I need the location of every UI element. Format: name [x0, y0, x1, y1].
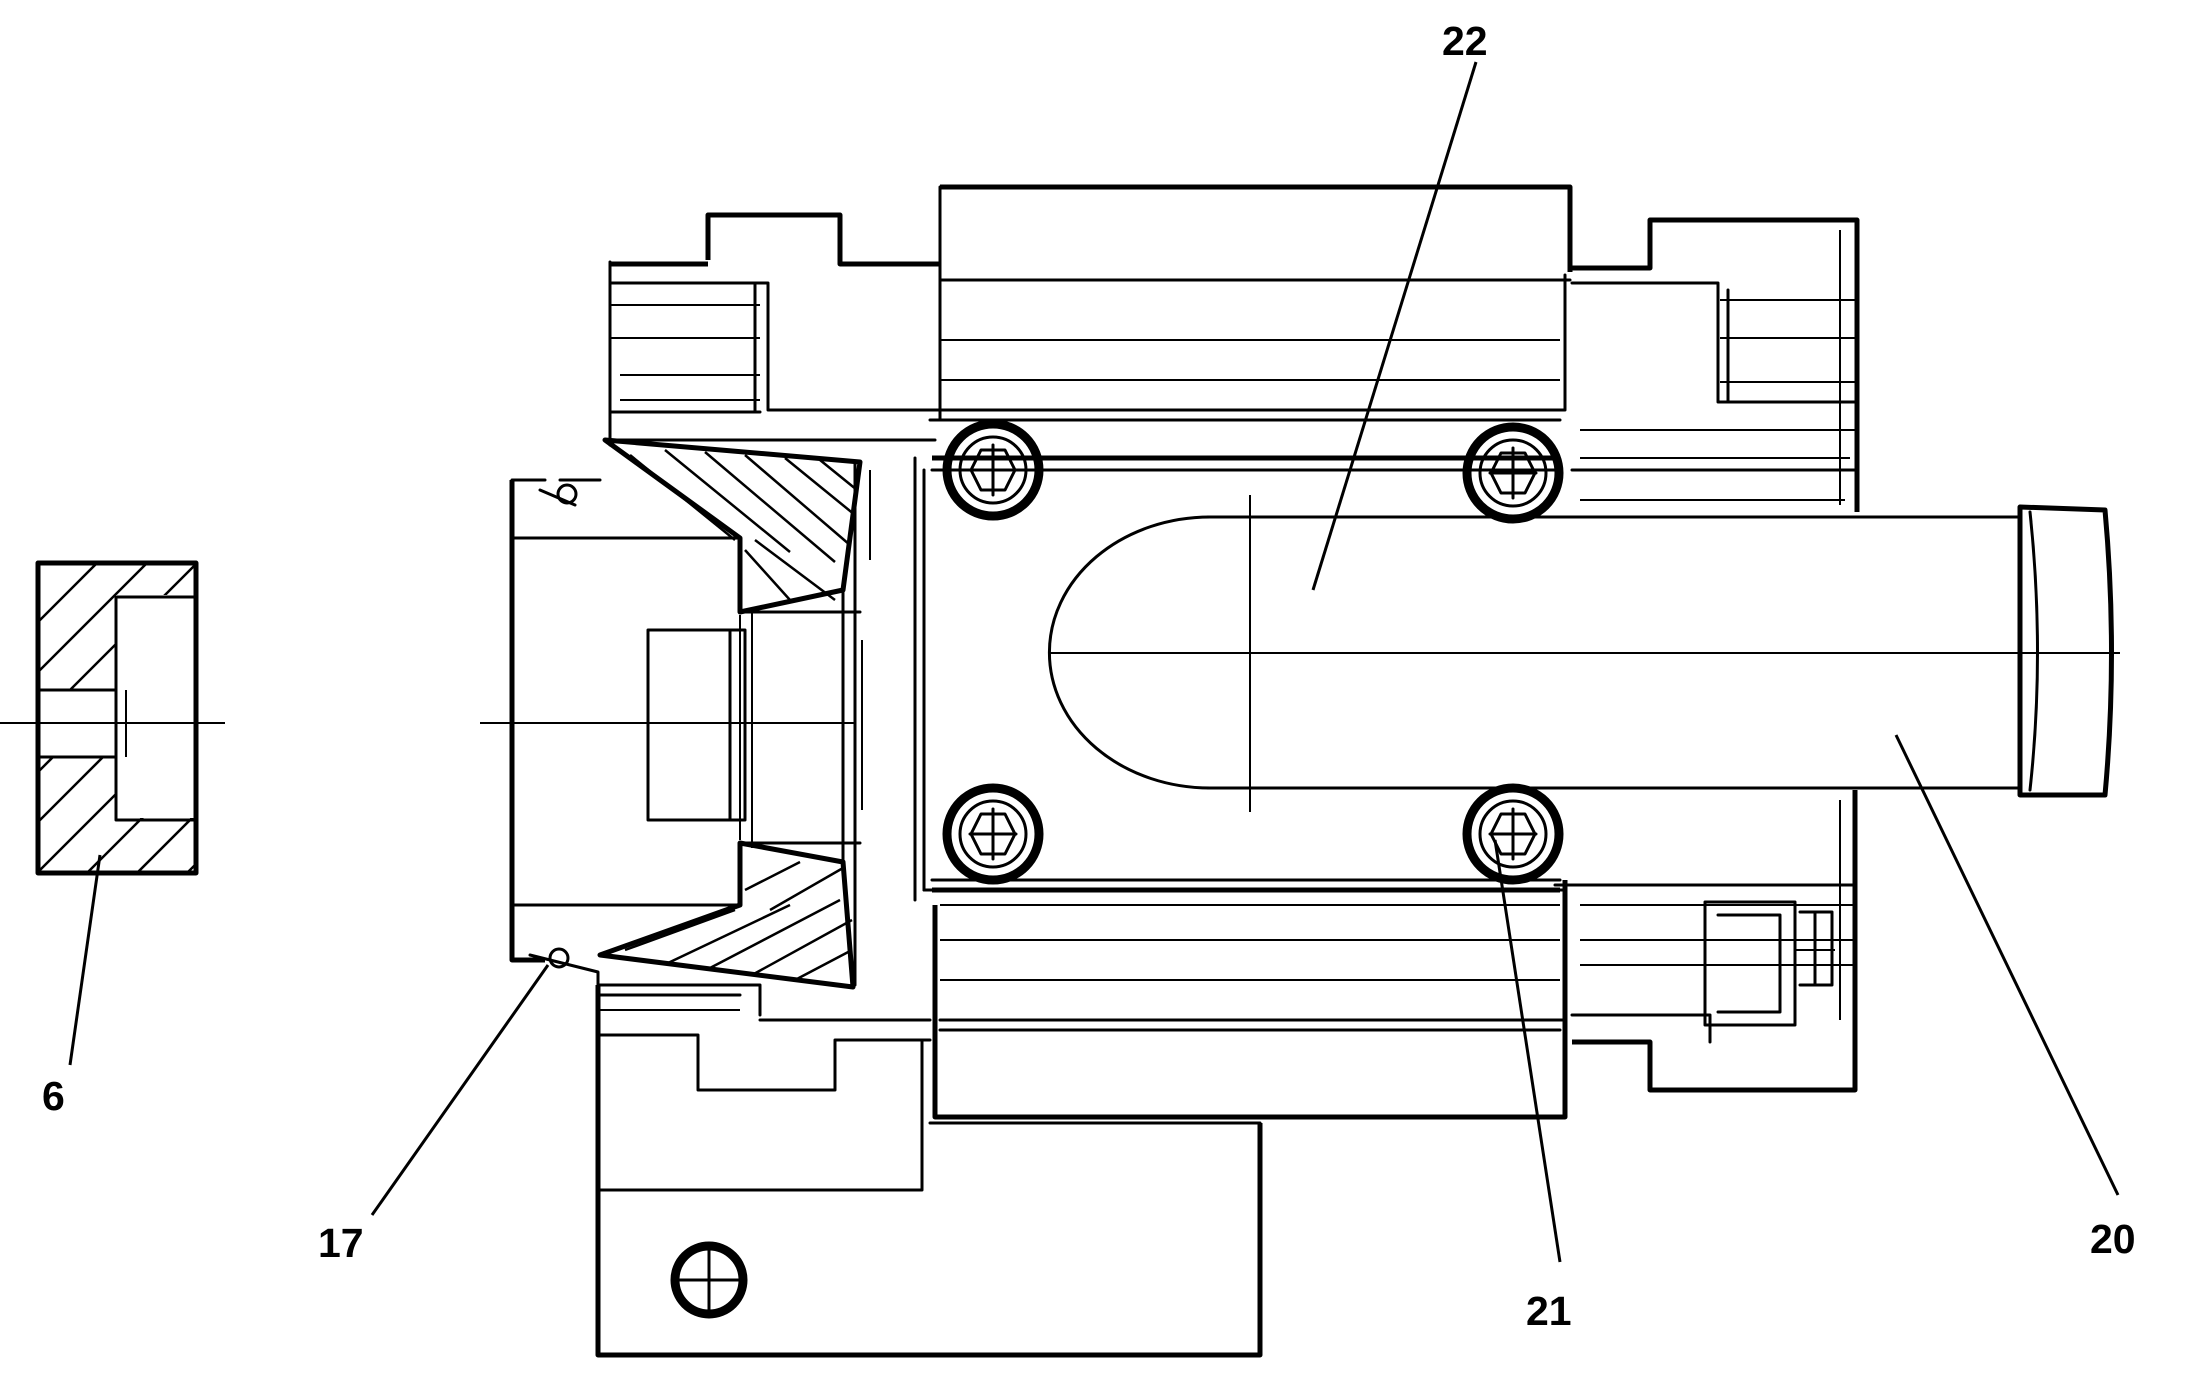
bolt-hole-lower-body: [670, 1241, 748, 1319]
leader-lines: [68, 61, 2120, 1263]
bolt-hole-bottom-right: [1462, 783, 1564, 885]
leader-17: [370, 964, 550, 1216]
leader-21: [1493, 839, 1562, 1263]
callout-22: 22: [1442, 18, 1488, 64]
part-6-cap: [0, 560, 225, 876]
right-bracket: [1703, 900, 1835, 1027]
bushing-assembly: [509, 437, 871, 990]
bolt-hole-top-right: [1462, 422, 1564, 524]
callout-17: 17: [318, 1220, 364, 1266]
callout-6: 6: [42, 1073, 65, 1119]
u-slot-shaft: [1047, 495, 2120, 812]
callout-21: 21: [1526, 1288, 1572, 1334]
leader-22: [1311, 61, 1478, 591]
main-housing: [595, 184, 1860, 1358]
leader-20: [1894, 734, 2120, 1196]
bolt-hole-bottom-left: [942, 783, 1044, 885]
bolt-hole-top-left: [942, 419, 1044, 521]
callout-20: 20: [2090, 1216, 2136, 1262]
leader-6: [68, 854, 102, 1066]
